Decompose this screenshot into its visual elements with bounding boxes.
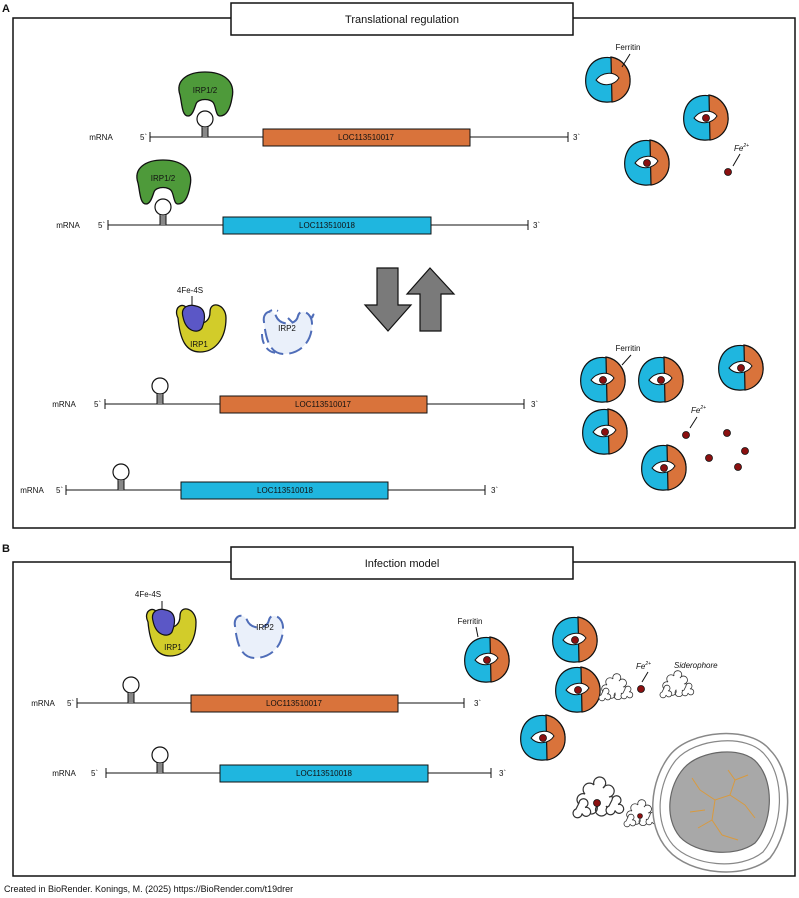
svg-text:Ferritin: Ferritin [616,43,641,52]
panel-b-letter: B [2,543,10,555]
svg-text:Siderophore: Siderophore [674,661,718,670]
irp12-protein-a2: IRP1/2 [136,159,192,205]
svg-text:IRP1/2: IRP1/2 [151,174,176,183]
credit-footer: Created in BioRender. Konings, M. (2025)… [4,884,293,894]
svg-text:Fe2+: Fe2+ [636,661,651,671]
irp2-protein-a: IRP2 [261,308,315,356]
svg-text:IRP1/2: IRP1/2 [193,86,218,95]
svg-text:4Fe-4S: 4Fe-4S [135,590,161,599]
svg-text:Fe2+: Fe2+ [734,143,749,153]
mrna-a3: mRNA 5` 3` LOC113510017 [52,377,538,414]
panel-a-title-box [230,2,574,36]
svg-text:Ferritin: Ferritin [616,344,641,353]
panel-a-letter: A [2,3,10,15]
irp12-protein-a1: IRP1/2 [178,71,234,117]
svg-text:3`: 3` [533,221,540,230]
svg-text:5`: 5` [67,699,74,708]
svg-text:5`: 5` [94,400,101,409]
panel-b-title-box [230,546,574,580]
svg-text:IRP2: IRP2 [256,623,274,632]
mrna-a2: mRNA 5` 3` LOC113510018 [56,198,540,235]
equilibrium-arrows [363,267,456,332]
svg-text:5`: 5` [140,133,147,142]
svg-text:5`: 5` [56,486,63,495]
irp1-protein-b: 4Fe-4S IRP1 [135,590,197,657]
svg-text:IRP2: IRP2 [278,324,296,333]
gene-label: LOC113510018 [257,486,313,495]
irp2-protein-b: IRP2 [233,614,285,660]
ferritin-cluster-a-top: Ferritin Fe2+ [585,43,749,186]
svg-text:4Fe-4S: 4Fe-4S [177,286,203,295]
svg-text:mRNA: mRNA [56,221,80,230]
svg-text:5`: 5` [91,769,98,778]
svg-text:3`: 3` [499,769,506,778]
svg-text:mRNA: mRNA [31,699,55,708]
svg-text:mRNA: mRNA [89,133,113,142]
mrna-b1: mRNA 5` 3` LOC113510017 [31,676,481,713]
mrna-a1: mRNA 5` 3` LOC113510017 [89,110,580,147]
svg-text:IRP1: IRP1 [164,643,182,652]
svg-text:IRP1: IRP1 [190,340,208,349]
svg-text:3`: 3` [491,486,498,495]
gene-label: LOC113510017 [338,133,394,142]
gene-label: LOC113510017 [266,699,322,708]
ferritin-cluster-b: Ferritin [458,616,601,761]
svg-text:3`: 3` [531,400,538,409]
gene-label: LOC113510018 [299,221,355,230]
mrna-a4: mRNA 5` 3` LOC113510018 [20,463,498,500]
svg-text:3`: 3` [474,699,481,708]
svg-text:mRNA: mRNA [52,769,76,778]
gene-label: LOC113510017 [295,400,351,409]
ferritin-cluster-a-bottom: Ferritin Fe2+ [580,344,764,491]
svg-text:3`: 3` [573,133,580,142]
svg-text:mRNA: mRNA [20,486,44,495]
siderophore-group: Fe2+ Siderophore [572,661,718,828]
mrna-b2: mRNA 5` 3` LOC113510018 [52,746,506,783]
svg-text:Ferritin: Ferritin [458,617,483,626]
svg-text:5`: 5` [98,221,105,230]
svg-text:Fe2+: Fe2+ [691,405,706,415]
panel-b-title: Infection model [365,558,440,570]
gene-label: LOC113510018 [296,769,352,778]
svg-text:mRNA: mRNA [52,400,76,409]
panel-a-title: Translational regulation [345,14,459,26]
irp1-protein-a: 4Fe-4S IRP1 [175,286,227,353]
fungal-cell [652,732,789,873]
